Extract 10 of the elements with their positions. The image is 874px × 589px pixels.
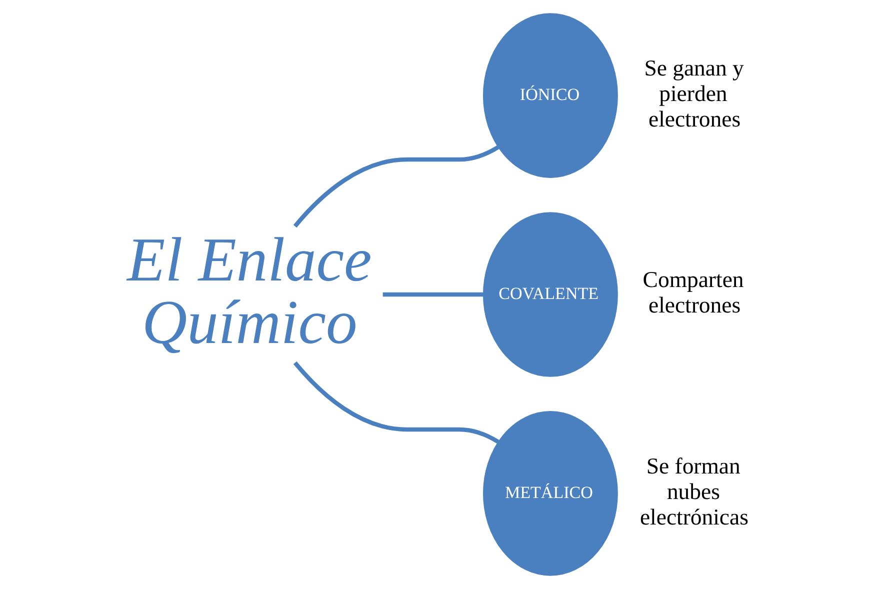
connector <box>292 145 499 228</box>
node-text: El Enlace Químico <box>126 224 372 358</box>
node-ellipse: COVALENTE <box>482 212 618 377</box>
connector <box>292 361 499 444</box>
node-label: Se forman nubes electrónicas <box>639 453 748 530</box>
node-label: Comparten electrones <box>642 267 744 318</box>
connector <box>382 292 484 297</box>
node-ellipse: METÁLICO <box>482 411 618 576</box>
node-ellipse: IÓNICO <box>482 13 618 178</box>
node-label: Se ganan y pierden electrones <box>644 55 744 132</box>
